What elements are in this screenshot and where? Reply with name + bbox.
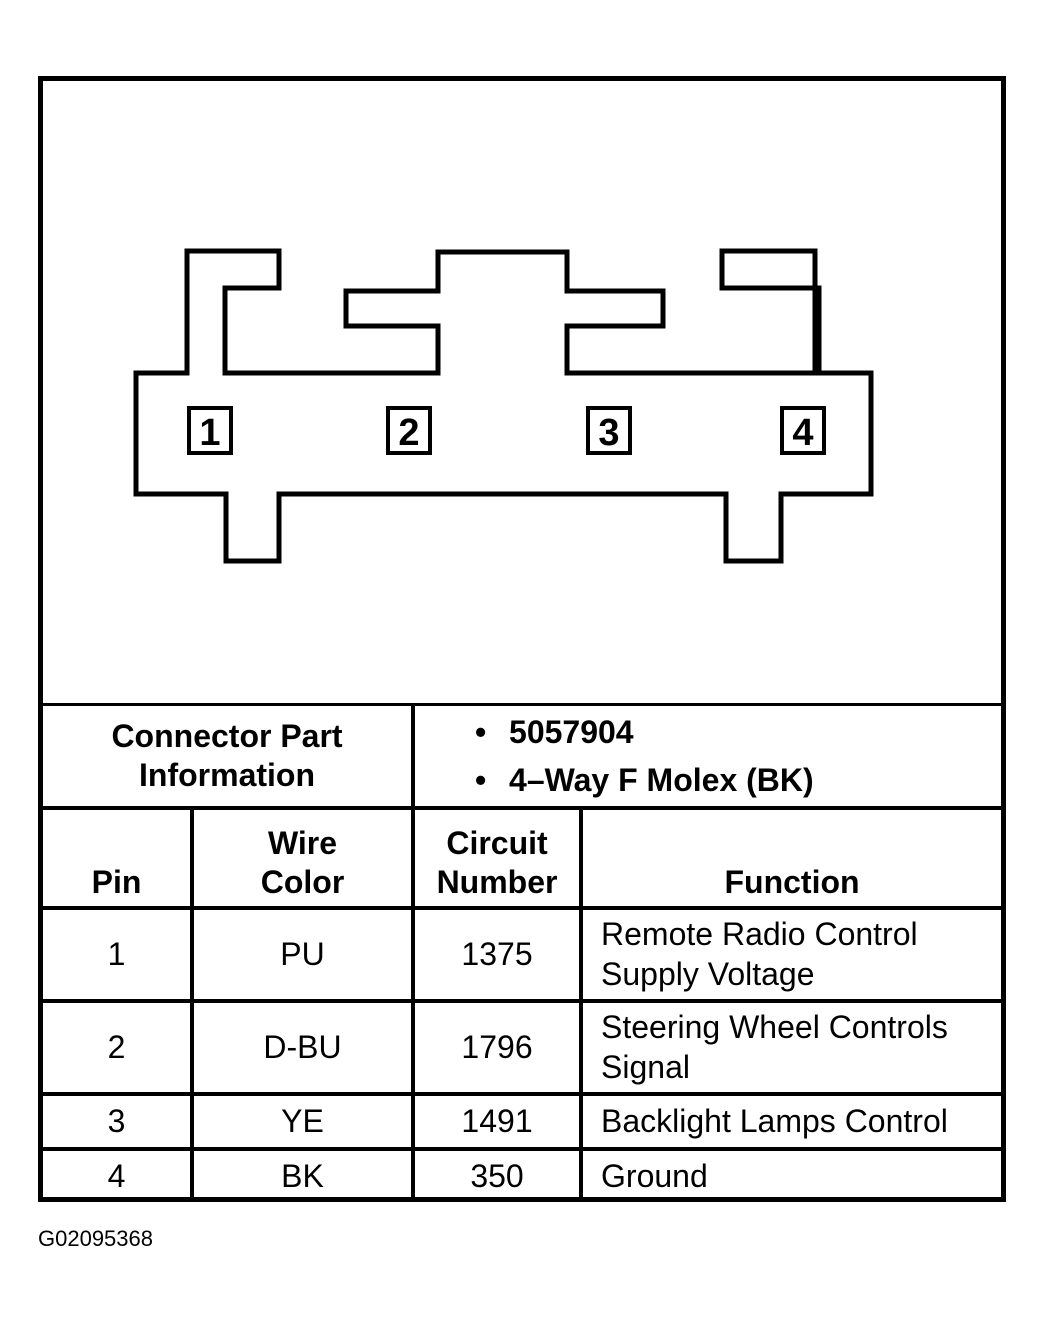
connector-pinout-table: Connector Part Information • 5057904 • 4–W… xyxy=(43,703,1002,1202)
header-wire-color: Wire Color xyxy=(189,806,416,910)
pin-cavity-4: 4 xyxy=(780,406,826,455)
connector-outline-drawing: 1 2 3 4 xyxy=(133,248,874,564)
pin-cell: 2 xyxy=(43,999,194,1096)
bullet-glyph: • xyxy=(475,714,487,750)
header-circuit-line2: Number xyxy=(436,863,558,900)
connector-diagram-frame: 1 2 3 4 Connector Part xyxy=(38,76,1006,1202)
part-info-values: • 5057904 • 4–Way F Molex (BK) xyxy=(411,703,1002,810)
pin-cell: 4 xyxy=(43,1147,194,1202)
pin-number-2: 2 xyxy=(398,412,419,454)
bullet-glyph: • xyxy=(475,762,487,798)
function-line1: Remote Radio Control xyxy=(601,916,918,953)
part-info-label-line2: Information xyxy=(139,757,315,793)
function-line1: Backlight Lamps Control xyxy=(601,1102,948,1139)
table-row: 4 BK 350 Ground xyxy=(43,1147,1002,1202)
circuit-number-cell: 1491 xyxy=(411,1092,584,1151)
circuit-number-cell: 350 xyxy=(411,1147,584,1202)
function-line1: Steering Wheel Controls xyxy=(601,1009,948,1046)
pin-cell: 3 xyxy=(43,1092,194,1151)
part-info-label: Connector Part Information xyxy=(43,703,416,810)
table-header-row: Pin Wire Color Circuit Number Function xyxy=(43,806,1002,910)
function-line2: Supply Voltage xyxy=(601,955,815,992)
wire-color-cell: YE xyxy=(189,1092,416,1151)
function-line1: Ground xyxy=(601,1157,708,1194)
pin-cell: 1 xyxy=(43,906,194,1003)
part-info-row: Connector Part Information • 5057904 • 4–W… xyxy=(43,703,1002,810)
pin-number-3: 3 xyxy=(598,412,619,454)
function-cell: Ground xyxy=(579,1147,1002,1202)
circuit-number-cell: 1375 xyxy=(411,906,584,1003)
wire-color-cell: D-BU xyxy=(189,999,416,1096)
wire-color-cell: PU xyxy=(189,906,416,1003)
header-pin: Pin xyxy=(43,806,194,910)
connector-type: 4–Way F Molex (BK) xyxy=(509,762,814,798)
function-line2: Signal xyxy=(601,1048,690,1085)
function-cell: Remote Radio Control Supply Voltage xyxy=(579,906,1002,1003)
table-row: 3 YE 1491 Backlight Lamps Control xyxy=(43,1092,1002,1151)
pin-number-1: 1 xyxy=(199,412,220,454)
pin-cavity-2: 2 xyxy=(386,406,432,455)
header-wire-color-line1: Wire xyxy=(267,824,338,861)
pin-cavity-3: 3 xyxy=(586,406,632,455)
part-info-label-line1: Connector Part xyxy=(111,717,343,754)
wire-color-cell: BK xyxy=(189,1147,416,1202)
header-function-label: Function xyxy=(724,863,860,900)
function-cell: Steering Wheel Controls Signal xyxy=(579,999,1002,1096)
function-cell: Backlight Lamps Control xyxy=(579,1092,1002,1151)
header-pin-label: Pin xyxy=(91,863,142,900)
circuit-number-cell: 1796 xyxy=(411,999,584,1096)
connector-housing-outline xyxy=(133,248,874,564)
pin-cavity-1: 1 xyxy=(187,406,233,455)
header-circuit-line1: Circuit xyxy=(446,824,548,861)
table-row: 2 D-BU 1796 Steering Wheel Controls Sign… xyxy=(43,999,1002,1096)
pin-number-4: 4 xyxy=(792,412,813,454)
header-function: Function xyxy=(579,806,1002,910)
header-wire-color-line2: Color xyxy=(260,863,345,900)
connector-face-view: 1 2 3 4 xyxy=(43,81,1001,703)
part-number: 5057904 xyxy=(509,714,634,750)
header-circuit-number: Circuit Number xyxy=(411,806,584,910)
connector-type-item: • 4–Way F Molex (BK) xyxy=(475,756,1001,804)
figure-id-label: G02095368 xyxy=(38,1226,153,1251)
table-row: 1 PU 1375 Remote Radio Control Supply Vo… xyxy=(43,906,1002,1003)
part-number-item: • 5057904 xyxy=(475,708,1001,756)
